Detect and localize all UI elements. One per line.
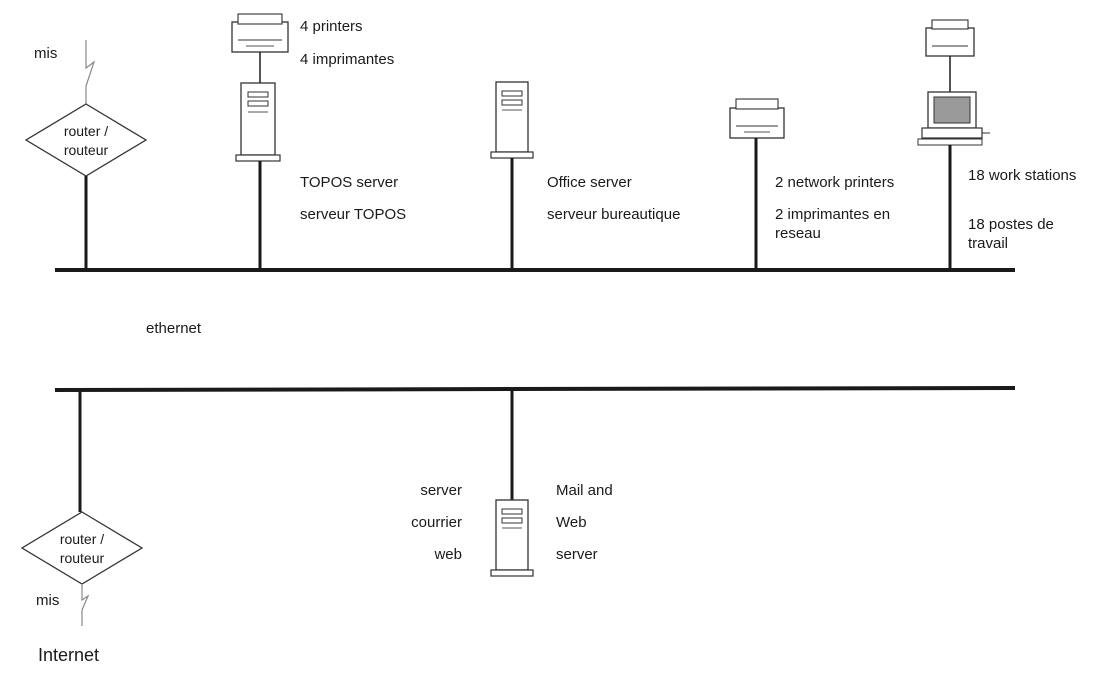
- topos-server-label-fr: serveur TOPOS: [300, 206, 407, 223]
- ethernet-label: ethernet: [146, 320, 202, 337]
- wan-link-top-icon: [85, 40, 96, 104]
- printers-label-fr: 4 imprimantes: [300, 51, 395, 68]
- network-printers-label-fr: 2 imprimantes en reseau: [775, 206, 891, 242]
- mail-server-label-fr-1: server: [420, 482, 462, 499]
- mail-server-label-en-1: Mail and: [556, 482, 613, 499]
- workstations-label-en: 18 work stations: [968, 167, 1077, 184]
- server-tower-icon: [235, 82, 281, 162]
- workstation-icon: [917, 91, 990, 146]
- mail-server-label-en-2: Web: [556, 514, 587, 531]
- office-server-label-en: Office server: [547, 174, 632, 191]
- topos-server-label-en: TOPOS server: [300, 174, 399, 191]
- mis-label-bottom: mis: [36, 592, 60, 609]
- network-printers-label-en: 2 network printers: [775, 174, 895, 191]
- mis-label-top: mis: [34, 45, 58, 62]
- mail-server-label-fr-3: web: [434, 546, 462, 563]
- ethernet-backbone-bottom: [54, 386, 1016, 392]
- server-tower-icon: [490, 499, 534, 577]
- mail-server-label-en-3: server: [556, 546, 598, 563]
- workstations-label-fr: 18 postes de travail: [968, 216, 1054, 252]
- mail-server-label-fr-2: courrier: [411, 514, 462, 531]
- printer-icon: [729, 98, 785, 139]
- internet-label: Internet: [38, 645, 100, 665]
- office-server-label-fr: serveur bureautique: [547, 206, 681, 223]
- server-tower-icon: [490, 81, 534, 159]
- printer-icon: [925, 19, 975, 57]
- wan-link-bottom-icon: [81, 584, 90, 626]
- router-label-top: router / routeur: [63, 123, 109, 158]
- printers-label-en: 4 printers: [300, 18, 363, 35]
- router-label-bottom: router / routeur: [59, 531, 105, 566]
- printer-icon: [231, 13, 289, 53]
